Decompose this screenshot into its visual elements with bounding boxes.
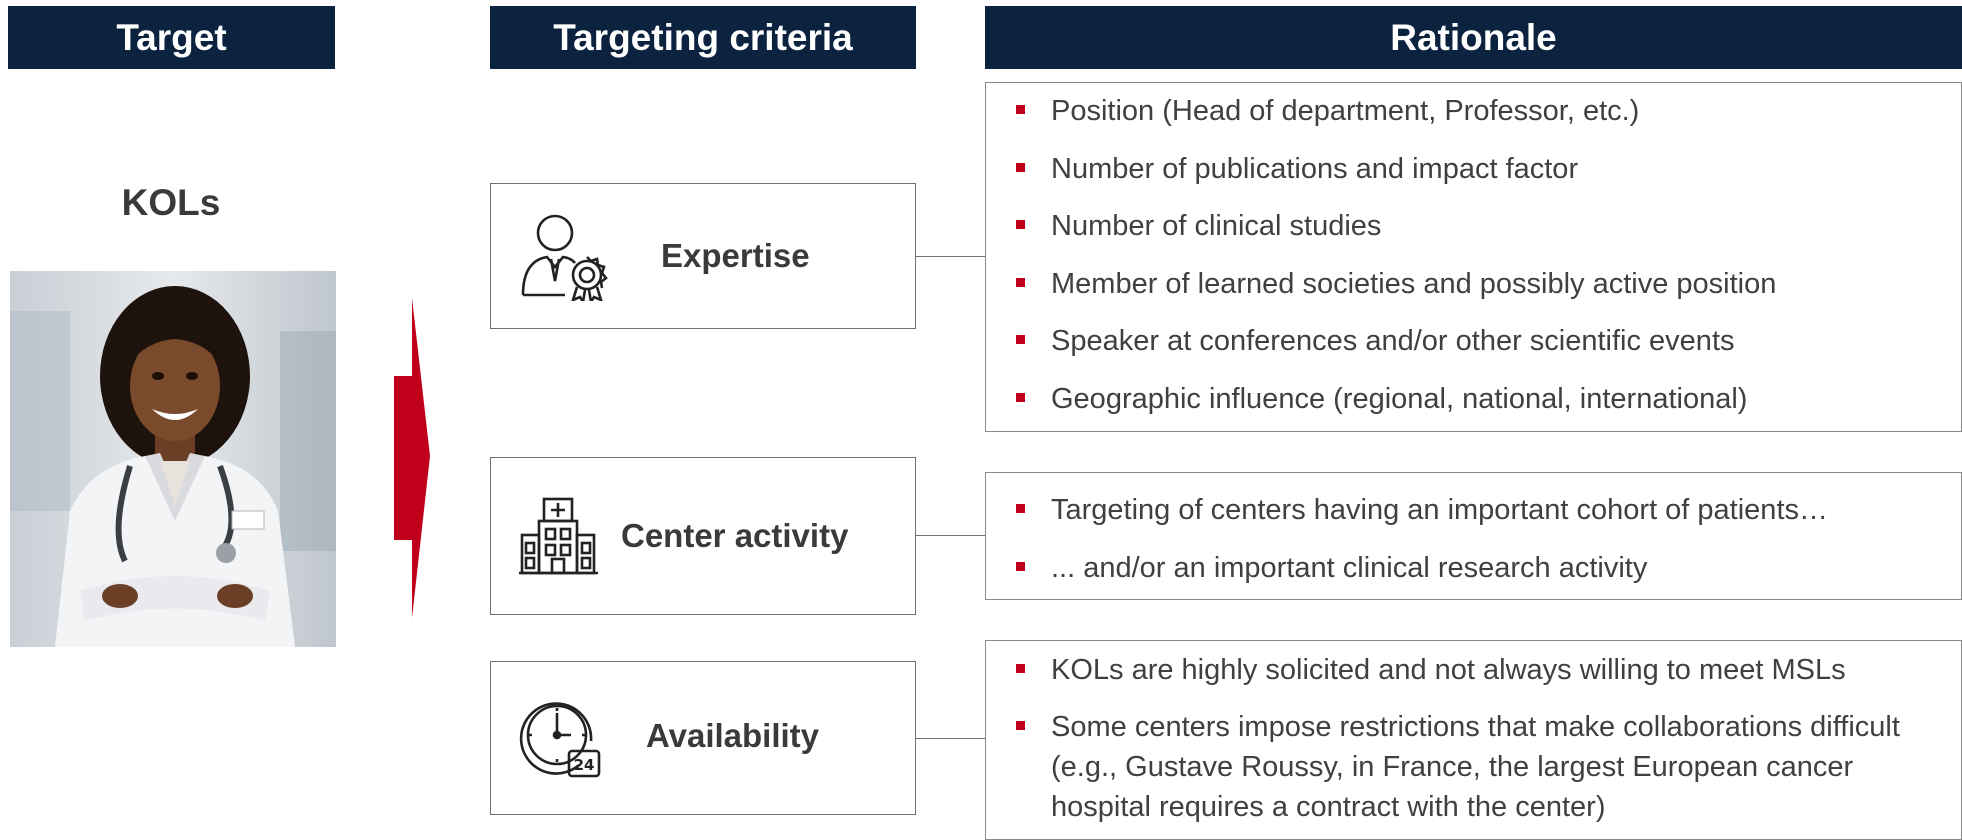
rationale-item: Geographic influence (regional, national… bbox=[986, 379, 1961, 419]
criterion-center-activity: Center activity bbox=[490, 457, 916, 615]
svg-text:24: 24 bbox=[574, 756, 595, 774]
doctor-photo bbox=[10, 271, 336, 647]
connector-line bbox=[916, 535, 985, 536]
rationale-item: Speaker at conferences and/or other scie… bbox=[986, 321, 1961, 361]
criterion-label-center-activity: Center activity bbox=[621, 517, 849, 554]
criterion-label-availability: Availability bbox=[646, 717, 820, 754]
criterion-expertise: Expertise bbox=[490, 183, 916, 329]
red-arrow-icon bbox=[394, 298, 430, 618]
clock-24-icon: 24 bbox=[519, 695, 603, 784]
rationale-center-activity: Targeting of centers having an important… bbox=[985, 472, 1962, 600]
expert-award-icon bbox=[519, 211, 609, 306]
rationale-availability: KOLs are highly solicited and not always… bbox=[985, 640, 1962, 840]
criterion-availability: 24 Availability bbox=[490, 661, 916, 815]
rationale-expertise: Position (Head of department, Professor,… bbox=[985, 82, 1962, 432]
criterion-label-expertise: Expertise bbox=[661, 237, 810, 274]
rationale-item: Targeting of centers having an important… bbox=[986, 490, 1961, 530]
header-target: Target bbox=[8, 6, 335, 69]
header-rationale: Rationale bbox=[985, 6, 1962, 69]
doctor-photo-illustration bbox=[10, 271, 336, 647]
target-label: KOLs bbox=[121, 182, 221, 223]
header-targeting-criteria: Targeting criteria bbox=[490, 6, 916, 69]
connector-line bbox=[916, 738, 985, 739]
rationale-item: Number of publications and impact factor bbox=[986, 149, 1961, 189]
rationale-item: Some centers impose restrictions that ma… bbox=[986, 707, 1921, 827]
rationale-item: ... and/or an important clinical researc… bbox=[986, 548, 1961, 588]
rationale-item: KOLs are highly solicited and not always… bbox=[986, 650, 1921, 690]
rationale-item: Position (Head of department, Professor,… bbox=[986, 91, 1961, 131]
rationale-item: Member of learned societies and possibly… bbox=[986, 264, 1961, 304]
rationale-item: Number of clinical studies bbox=[986, 206, 1961, 246]
hospital-icon bbox=[519, 495, 599, 582]
connector-line bbox=[916, 256, 985, 257]
